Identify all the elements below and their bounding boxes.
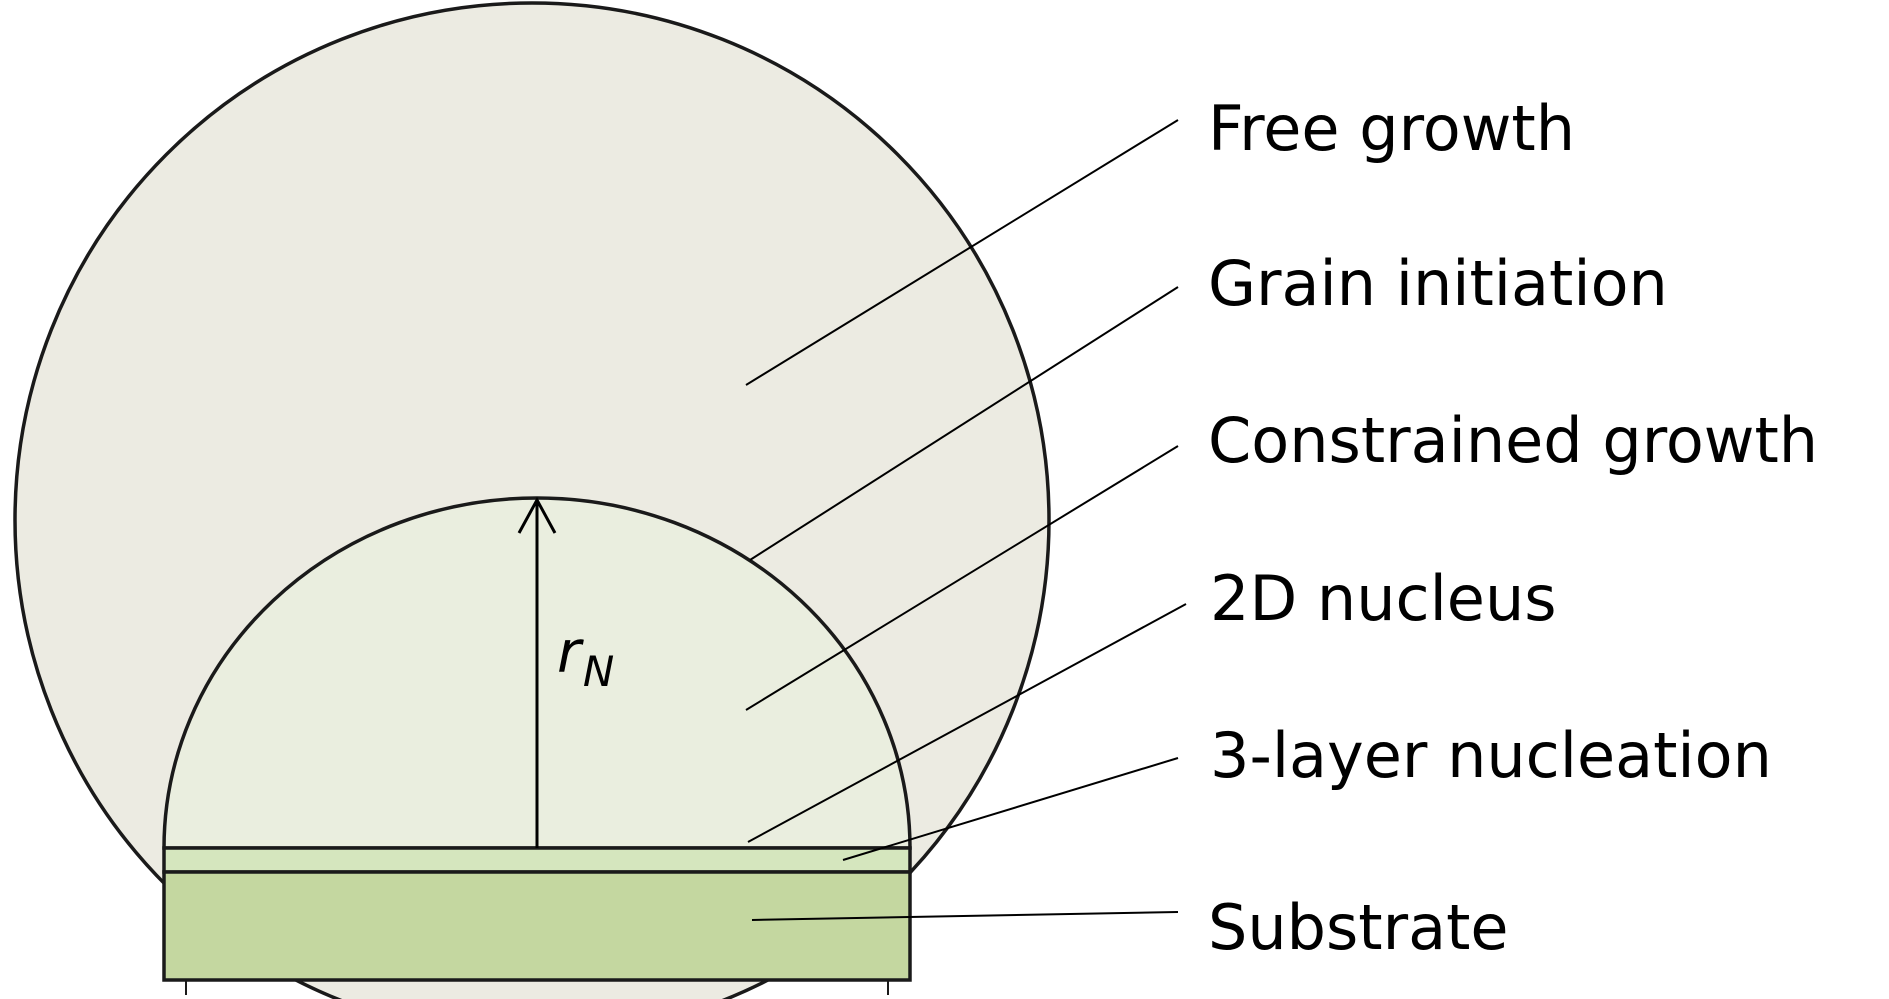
leader-grain-initiation — [749, 286, 1179, 561]
leader-free-growth — [745, 119, 1179, 386]
label-3layer-nucleation: 3-layer nucleation — [1210, 719, 1772, 792]
radius-subscript: N — [583, 647, 614, 696]
label-grain-initiation: Grain initiation — [1208, 247, 1668, 320]
label-substrate: Substrate — [1208, 891, 1509, 964]
leader-substrate — [751, 911, 1179, 921]
label-2d-nucleus: 2D nucleus — [1210, 562, 1557, 635]
radius-symbol: r — [557, 618, 584, 686]
label-constrained-growth: Constrained growth — [1208, 404, 1818, 477]
leader-2d-nucleus — [747, 603, 1187, 843]
radius-arrow-head — [517, 496, 557, 534]
substrate-block — [162, 870, 912, 982]
label-free-growth: Free growth — [1208, 92, 1575, 165]
nucleation-layer — [162, 846, 912, 874]
radius-label: rN — [557, 618, 614, 696]
leader-constrained-growth — [745, 445, 1179, 711]
leader-3layer-nucleation — [842, 757, 1179, 861]
